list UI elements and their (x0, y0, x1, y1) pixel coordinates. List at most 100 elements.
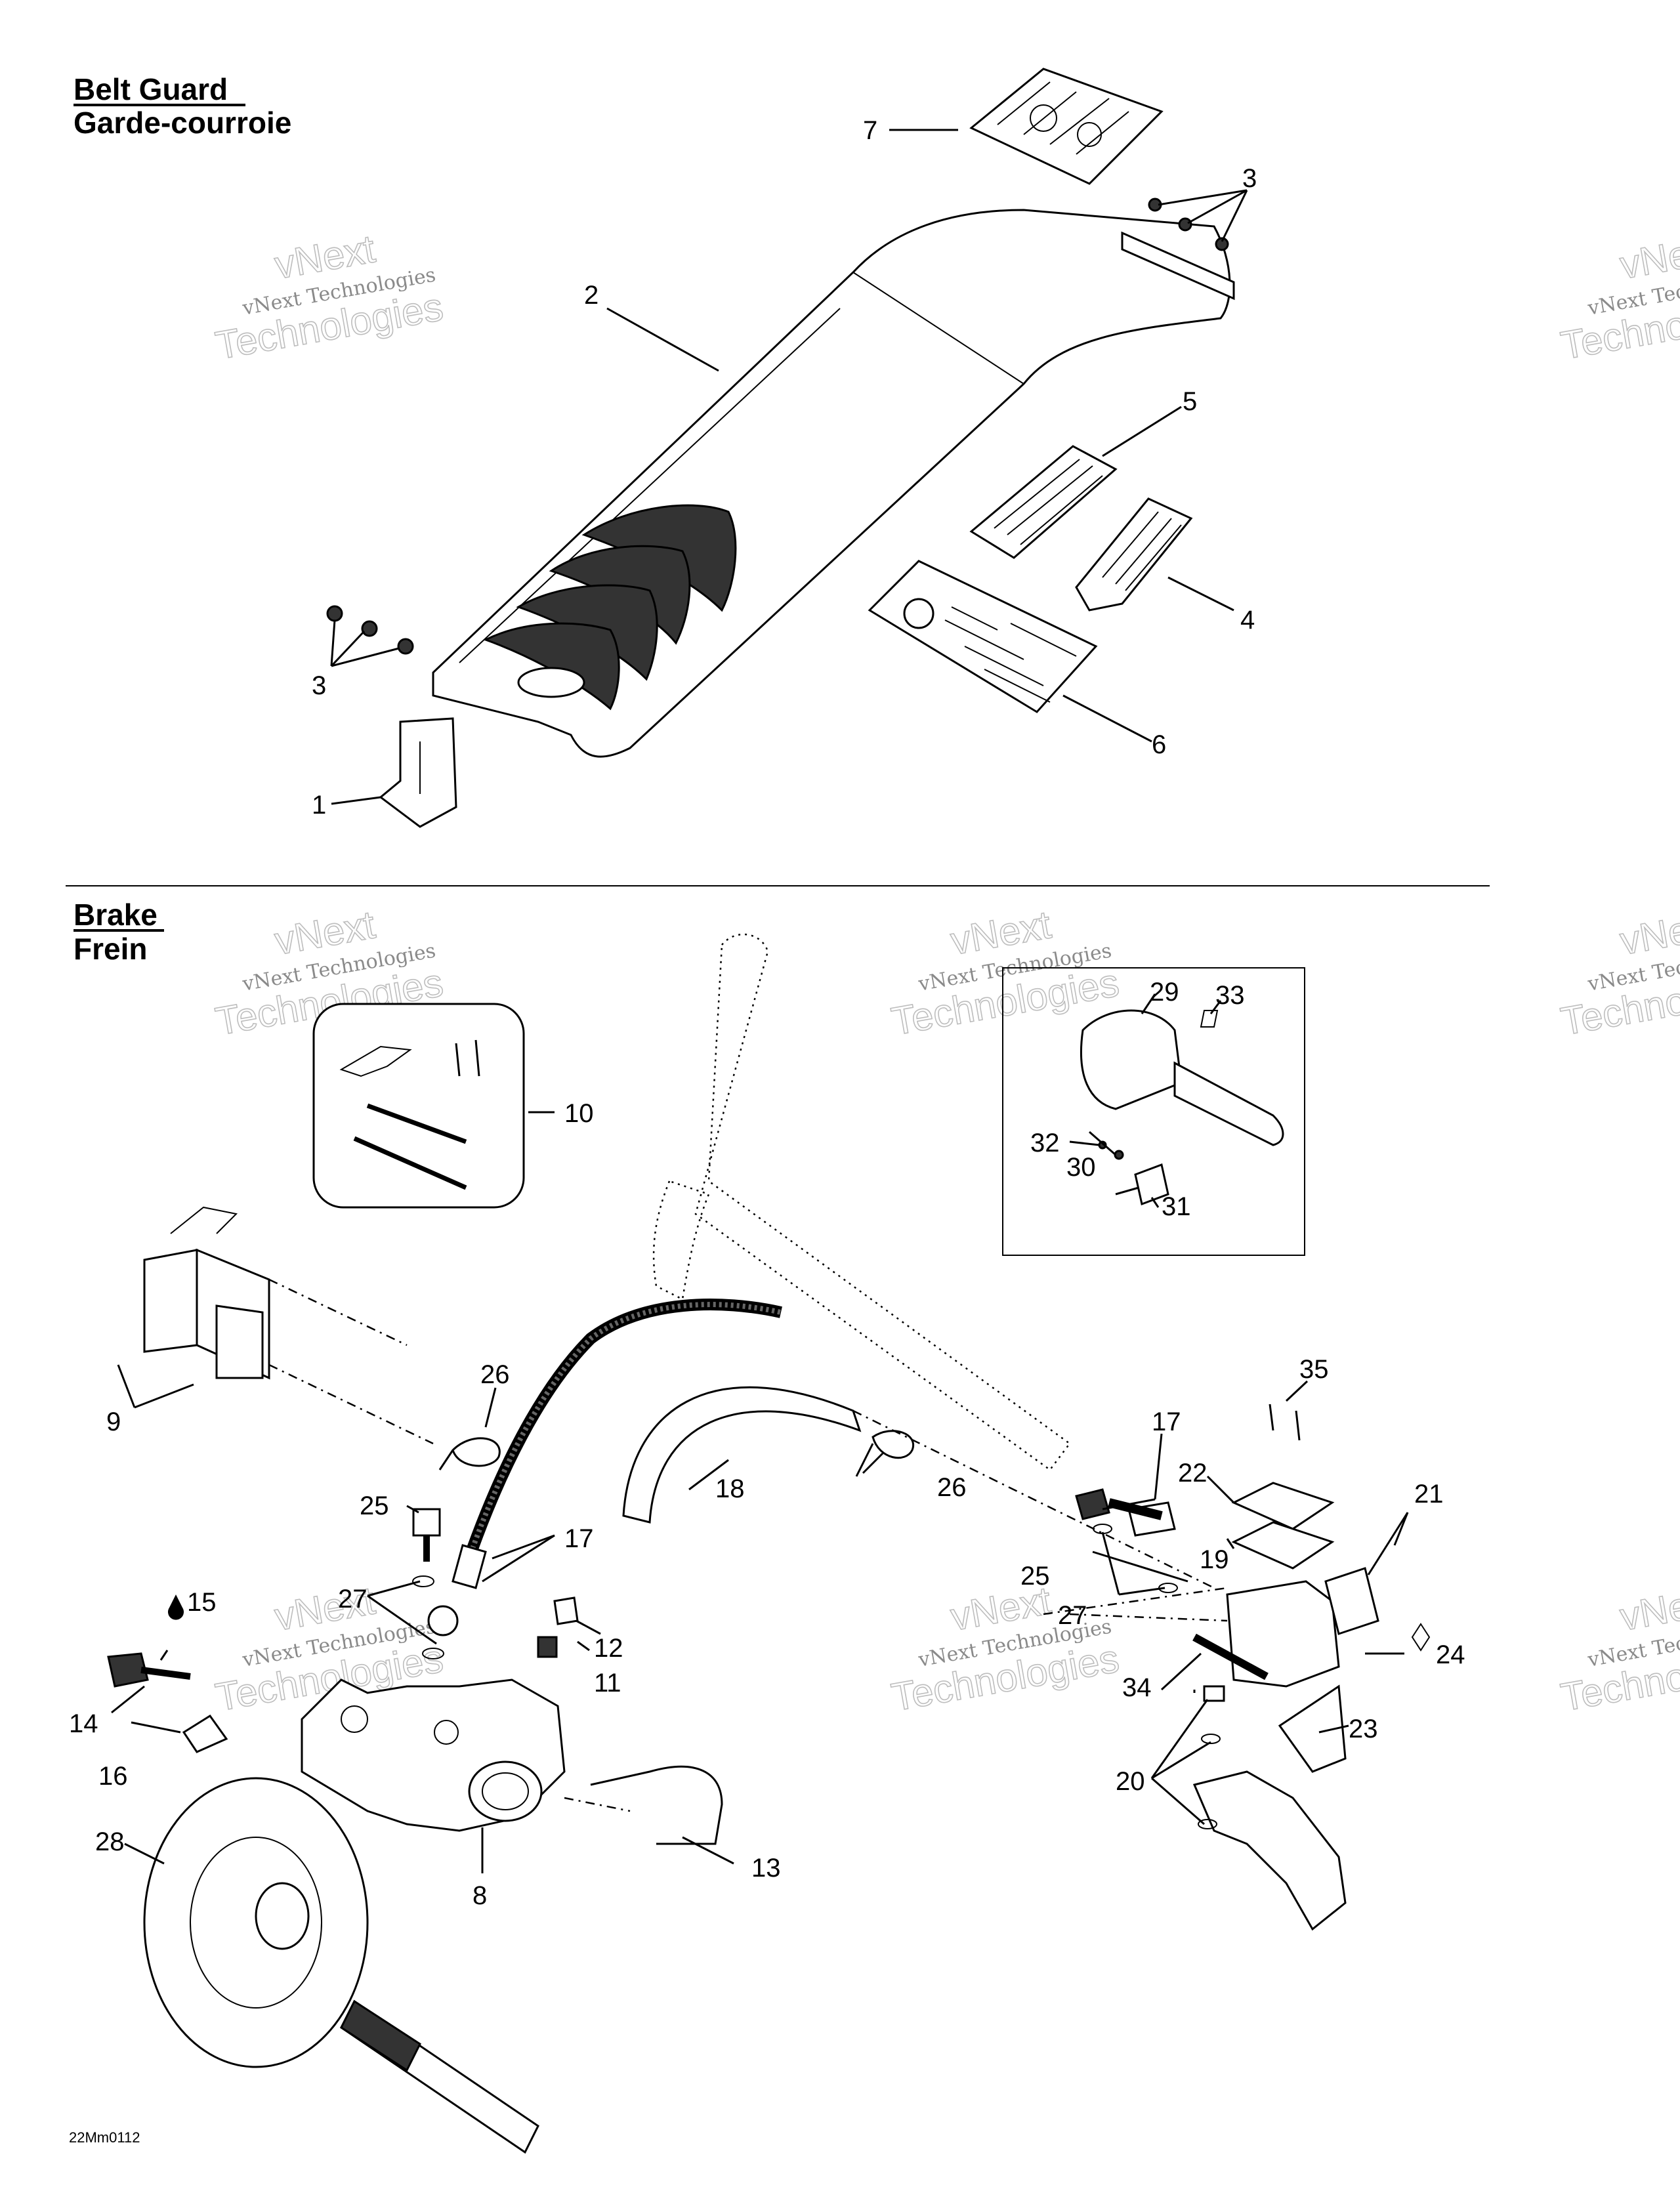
bleeder-cap (553, 1596, 579, 1625)
watermark-text: vNext (1617, 902, 1680, 963)
cable-tie (438, 1437, 501, 1470)
brake-pad (143, 1249, 198, 1353)
label-4: 4 (1240, 606, 1255, 635)
label-25: 25 (360, 1491, 389, 1520)
nut (361, 620, 378, 637)
brake-lever (1192, 1770, 1347, 1931)
clip-16 (182, 1714, 228, 1753)
belt-guard-vents (483, 504, 737, 711)
diamond-icon (1411, 1623, 1431, 1652)
label-6: 6 (1152, 730, 1166, 759)
label-9: 9 (106, 1407, 121, 1436)
label-31: 31 (1162, 1192, 1191, 1221)
decal-33 (1200, 1010, 1219, 1028)
label-17: 17 (1152, 1407, 1181, 1436)
label-3: 3 (1242, 164, 1257, 193)
belt-guard-bracket (379, 717, 457, 828)
label-25: 25 (1020, 1562, 1050, 1591)
oil-drop-icon (168, 1594, 184, 1620)
label-3: 3 (312, 671, 326, 700)
label-10: 10 (564, 1099, 594, 1128)
label-15: 15 (187, 1588, 217, 1617)
decal-7 (969, 68, 1164, 185)
label-14: 14 (69, 1709, 98, 1738)
reservoir-cover (1231, 1482, 1335, 1530)
label-33: 33 (1215, 981, 1245, 1010)
label-17: 17 (564, 1524, 594, 1553)
label-22: 22 (1178, 1459, 1208, 1488)
watermark-text: vNext (1617, 1578, 1680, 1639)
nut (397, 638, 414, 655)
banjo-bolt (1075, 1488, 1110, 1520)
bolt-14 (107, 1652, 149, 1688)
belt-guard-leaders (330, 129, 1248, 805)
washer (422, 1648, 444, 1659)
decal-6 (868, 560, 1098, 713)
hose-18 (622, 1386, 862, 1524)
label-34: 34 (1122, 1673, 1152, 1702)
drawing-code: 22Mm0112 (69, 2129, 140, 2146)
label-23: 23 (1349, 1715, 1378, 1743)
section-title-brake: Brake Frein (74, 898, 164, 966)
watermark-1: vNext vNext Technologies Technologies (212, 226, 447, 368)
label-24: 24 (1436, 1640, 1465, 1669)
washer (1093, 1524, 1112, 1534)
label-30: 30 (1066, 1153, 1096, 1182)
label-21: 21 (1414, 1480, 1444, 1509)
label-16: 16 (98, 1762, 128, 1791)
label-5: 5 (1183, 387, 1197, 416)
washer (412, 1575, 434, 1587)
label-29: 29 (1150, 978, 1179, 1007)
pivot-bolt (1203, 1685, 1225, 1702)
brake-labels: 10 9 26 26 18 17 25 27 15 12 11 14 16 28… (69, 978, 1465, 1910)
nut (1215, 237, 1229, 251)
switch-housing (1080, 1009, 1183, 1110)
belt-guard-drawing (326, 68, 1235, 828)
brake-line-13 (590, 1765, 723, 1845)
section-title-fr: Frein (74, 932, 147, 966)
label-27: 27 (338, 1585, 368, 1614)
decal-4 (1075, 497, 1193, 612)
watermark-3: vNext vNext Technologies Technologies (1557, 226, 1680, 368)
handlebar-outline (694, 933, 1071, 1471)
handlebar-riser (652, 1180, 710, 1301)
label-13: 13 (751, 1854, 781, 1883)
pad-spring (170, 1206, 238, 1234)
watermark-8: vNext vNext Technologies Technologies (888, 1577, 1123, 1720)
master-cylinder (1226, 1580, 1340, 1688)
label-32: 32 (1030, 1129, 1060, 1157)
screw-30 (1114, 1150, 1124, 1160)
label-18: 18 (715, 1474, 745, 1503)
section-title-belt-guard: Belt Guard Garde-courroie (74, 72, 291, 140)
label-1: 1 (312, 791, 326, 820)
banjo-bolt (412, 1508, 441, 1537)
belt-guard-fold-line (852, 272, 1024, 385)
lever-pivot (1278, 1684, 1347, 1773)
assembly-line (268, 1278, 434, 1445)
label-2: 2 (584, 281, 598, 310)
nut (1178, 217, 1192, 232)
clamp-21 (1324, 1567, 1379, 1635)
bleeder-screw (537, 1636, 558, 1658)
label-35: 35 (1299, 1355, 1329, 1384)
hose-fitting (452, 1544, 487, 1589)
brake-leaders (111, 993, 1409, 1873)
label-20: 20 (1116, 1767, 1145, 1796)
diaphragm (1231, 1521, 1335, 1570)
label-26: 26 (937, 1473, 967, 1502)
label-19: 19 (1200, 1545, 1229, 1574)
belt-guard-labels: 7 3 2 5 4 6 3 1 (312, 116, 1257, 820)
push-rod (1192, 1633, 1269, 1680)
brake-drawing (107, 933, 1379, 2154)
section-title-fr: Garde-courroie (74, 106, 291, 140)
assembly-line (852, 1409, 1228, 1622)
label-8: 8 (472, 1881, 487, 1910)
cable-tie (855, 1430, 915, 1477)
section-title-en: Brake (74, 898, 158, 932)
section-title-en: Belt Guard (74, 72, 228, 106)
watermark-text: vNext (1617, 226, 1680, 287)
banjo-fitting (427, 1605, 459, 1636)
kit-spring (339, 1045, 412, 1077)
label-7: 7 (863, 116, 877, 145)
